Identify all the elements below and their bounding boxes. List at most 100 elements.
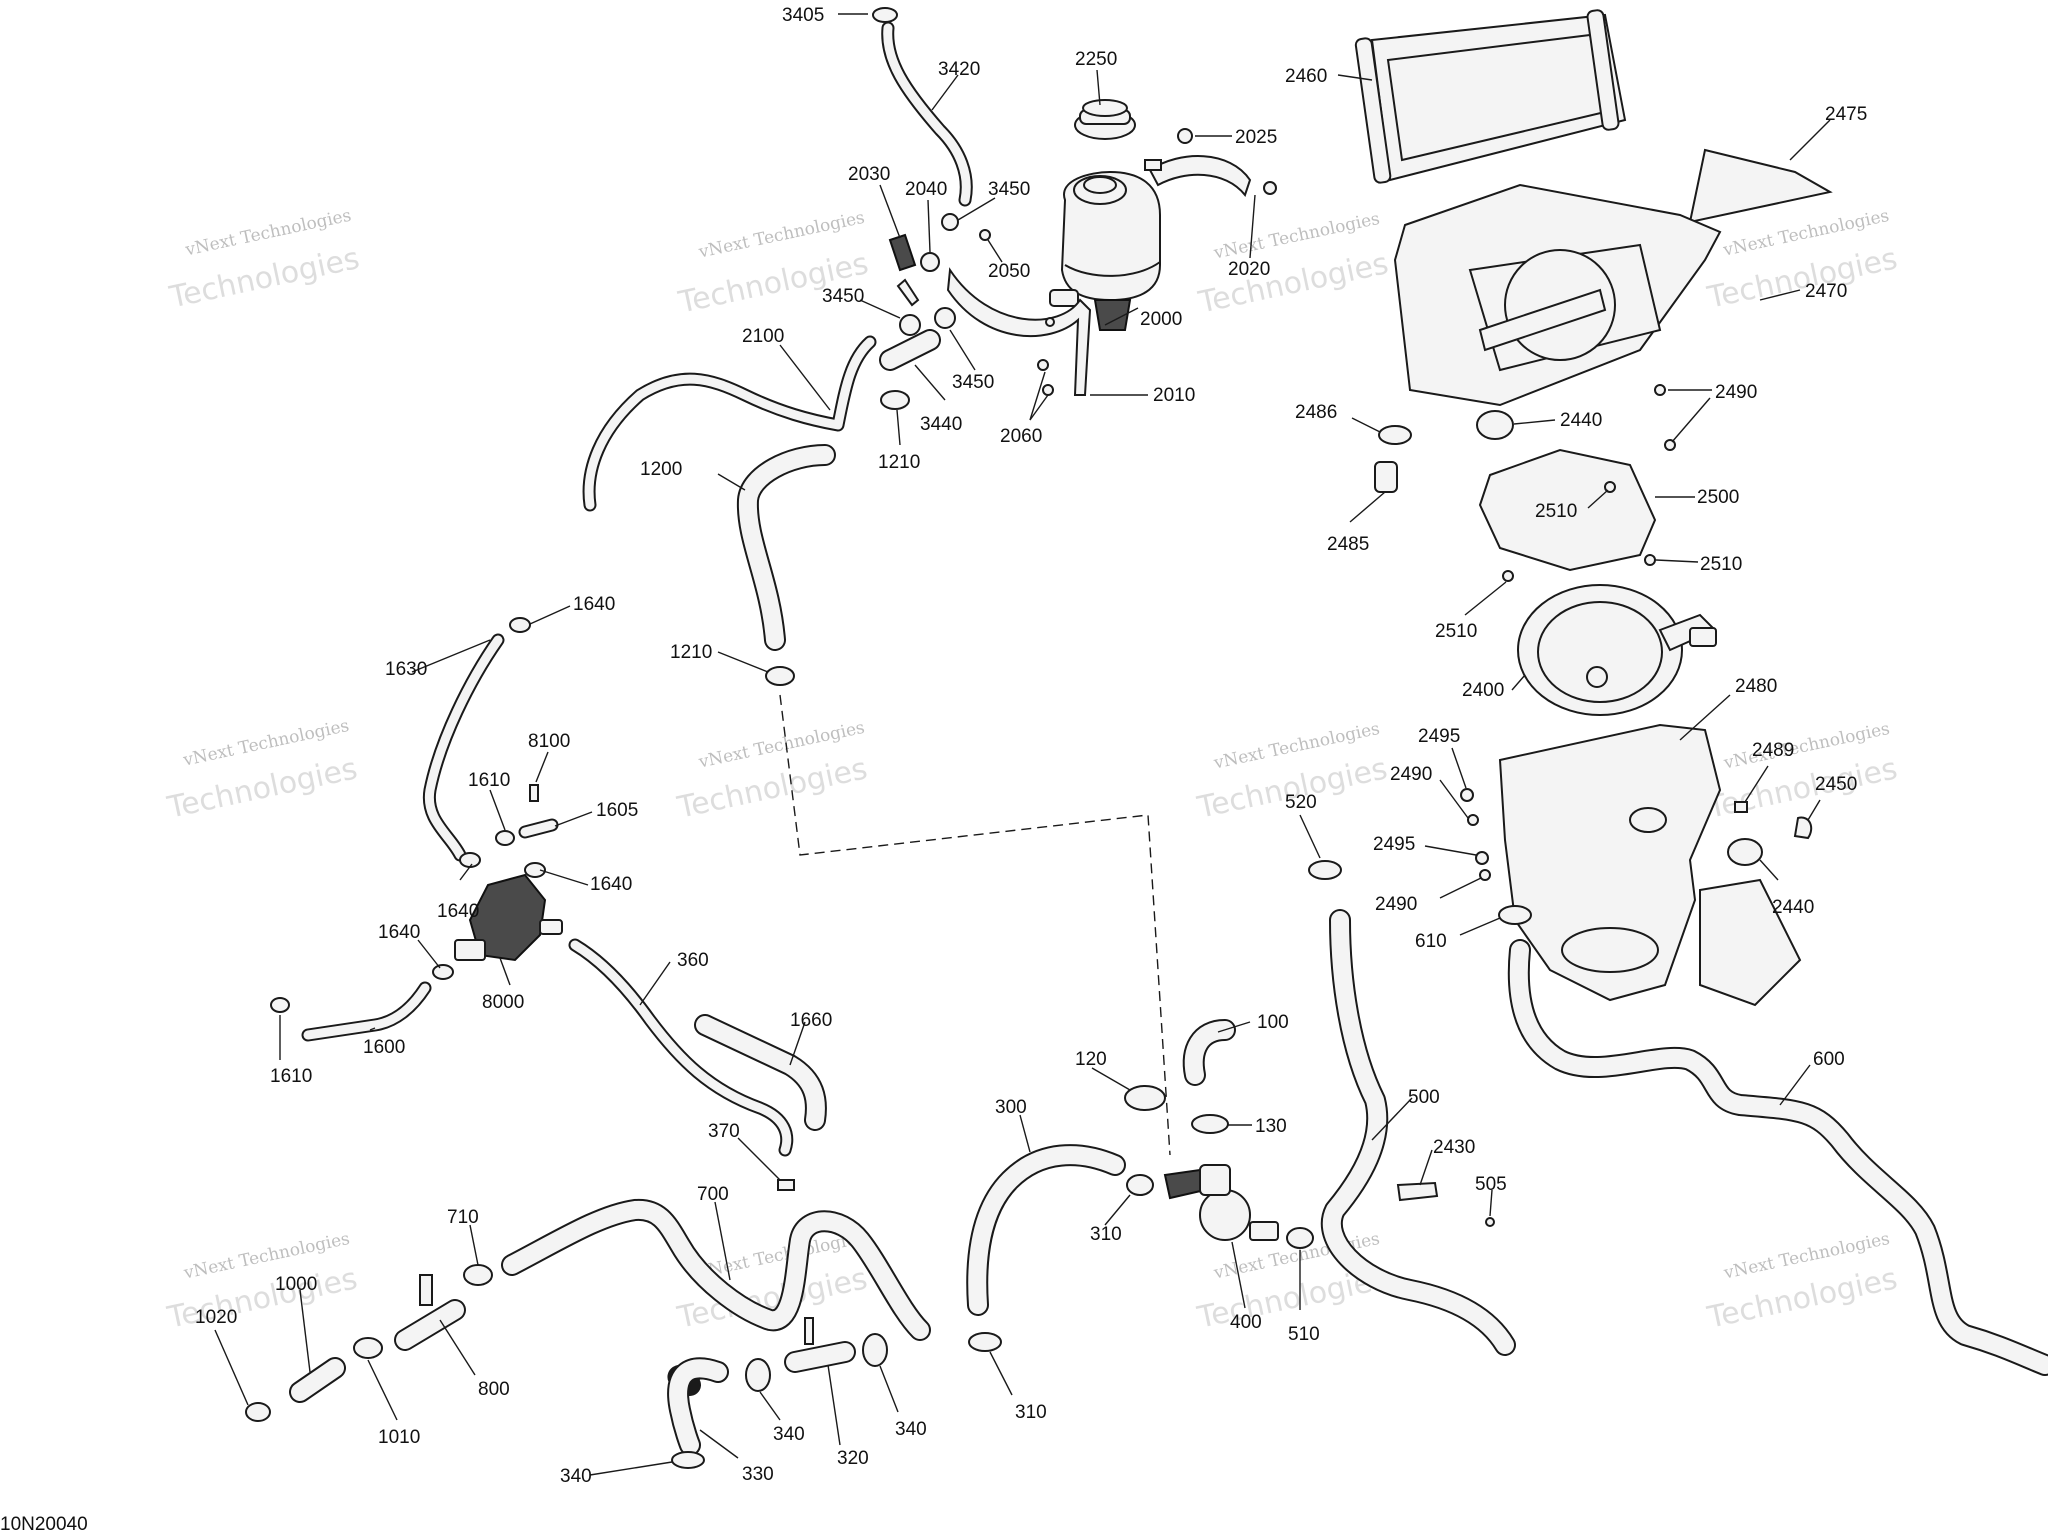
callout-3420: 3420 <box>938 59 980 80</box>
screw-505 <box>1485 1217 1495 1227</box>
callout-130: 130 <box>1255 1116 1287 1137</box>
callout-2490-top: 2490 <box>1715 382 1757 403</box>
radiator-2460 <box>1354 9 1627 184</box>
clamp-710 <box>463 1264 493 1286</box>
callout-2490-mid: 2490 <box>1390 764 1432 785</box>
clamp-120 <box>1124 1085 1166 1111</box>
callout-3450-lower: 3450 <box>952 372 994 393</box>
callout-500: 500 <box>1408 1087 1440 1108</box>
callout-2400: 2400 <box>1462 680 1504 701</box>
callout-2490-lower: 2490 <box>1375 894 1417 915</box>
clamp-2430 <box>1396 1181 1439 1202</box>
fitting-370 <box>777 1179 795 1191</box>
clamp-1010 <box>353 1337 383 1359</box>
callout-2030: 2030 <box>848 164 890 185</box>
callout-310-lower: 310 <box>1015 1402 1047 1423</box>
callout-340-right: 340 <box>895 1419 927 1440</box>
callout-3450-top: 3450 <box>988 179 1030 200</box>
thermostat-housing-400 <box>1163 1164 1279 1241</box>
callout-2050: 2050 <box>988 261 1030 282</box>
clamp-3405 <box>872 7 898 23</box>
elbow-330 <box>667 1357 729 1456</box>
clamp-1640 <box>432 617 546 980</box>
callout-2020: 2020 <box>1228 259 1270 280</box>
fan-housing-2480 <box>1498 723 1802 1007</box>
tube-2100 <box>582 335 877 512</box>
callout-8000: 8000 <box>482 992 524 1013</box>
callout-2510-right: 2510 <box>1700 554 1742 575</box>
callout-1610-top: 1610 <box>468 770 510 791</box>
callout-2470: 2470 <box>1805 281 1847 302</box>
callout-1640-right: 1640 <box>590 874 632 895</box>
bracket-2030 <box>888 233 920 307</box>
callout-400: 400 <box>1230 1312 1262 1333</box>
callout-370: 370 <box>708 1121 740 1142</box>
callout-2450: 2450 <box>1815 774 1857 795</box>
elbow-100 <box>1182 1019 1236 1086</box>
screw-2025 <box>1177 128 1277 195</box>
coupler-1000 <box>289 1357 346 1403</box>
callout-2100: 2100 <box>742 326 784 347</box>
hose-1630 <box>422 633 505 862</box>
callout-2040: 2040 <box>905 179 947 200</box>
callout-1020: 1020 <box>195 1307 237 1328</box>
clamp-520 <box>1308 860 1342 880</box>
callout-800: 800 <box>478 1379 510 1400</box>
clamp-340 <box>671 1333 888 1469</box>
callout-2486: 2486 <box>1295 402 1337 423</box>
screw-2050 <box>979 229 991 241</box>
callout-710: 710 <box>447 1207 479 1228</box>
callout-1660: 1660 <box>790 1010 832 1031</box>
callout-600: 600 <box>1813 1049 1845 1070</box>
leader-lines <box>214 13 1831 1476</box>
callout-2510-center: 2510 <box>1535 501 1577 522</box>
callout-3405: 3405 <box>782 5 824 26</box>
callout-1210-mid: 1210 <box>670 642 712 663</box>
callout-330: 330 <box>742 1464 774 1485</box>
hose-300 <box>966 1144 1126 1316</box>
callout-1000: 1000 <box>275 1274 317 1295</box>
callout-1630: 1630 <box>385 659 427 680</box>
callout-505: 505 <box>1475 1174 1507 1195</box>
washer-2486 <box>1378 425 1412 445</box>
screw-2510 <box>1502 554 1656 582</box>
tee-800 <box>394 1274 466 1351</box>
callout-120: 120 <box>1075 1049 1107 1070</box>
hose-3440 <box>879 329 941 371</box>
hose-3420 <box>881 21 973 207</box>
callout-2475: 2475 <box>1825 104 1867 125</box>
callout-8100: 8100 <box>528 731 570 752</box>
callout-2060: 2060 <box>1000 426 1042 447</box>
callout-520: 520 <box>1285 792 1317 813</box>
callout-2250: 2250 <box>1075 49 1117 70</box>
callout-1600: 1600 <box>363 1037 405 1058</box>
valve-8000 <box>454 873 563 962</box>
washer-2495 <box>1460 788 1489 865</box>
callout-300: 300 <box>995 1097 1027 1118</box>
fitting-2040 <box>920 252 940 272</box>
callout-2010: 2010 <box>1153 385 1195 406</box>
clamp-310 <box>968 1174 1154 1352</box>
callout-610: 610 <box>1415 931 1447 952</box>
hose-1200 <box>736 444 836 651</box>
callout-2500: 2500 <box>1697 487 1739 508</box>
callout-1640-left: 1640 <box>378 922 420 943</box>
callout-3440: 3440 <box>920 414 962 435</box>
callout-2495-lower: 2495 <box>1373 834 1415 855</box>
callout-2430: 2430 <box>1433 1137 1475 1158</box>
callout-2480: 2480 <box>1735 676 1777 697</box>
callout-2440-lower: 2440 <box>1772 897 1814 918</box>
clamp-610 <box>1498 905 1532 925</box>
clamp-510 <box>1286 1227 1314 1249</box>
bracket-2010 <box>946 267 1092 396</box>
callout-2489: 2489 <box>1752 740 1794 761</box>
callout-510: 510 <box>1288 1324 1320 1345</box>
callout-700: 700 <box>697 1184 729 1205</box>
callout-2510-lower: 2510 <box>1435 621 1477 642</box>
clip-2489 <box>1734 801 1748 813</box>
callout-340-bottom: 340 <box>560 1466 592 1487</box>
callout-3450-left: 3450 <box>822 286 864 307</box>
callout-2000: 2000 <box>1140 309 1182 330</box>
callout-1010: 1010 <box>378 1427 420 1448</box>
callout-2440-top: 2440 <box>1560 410 1602 431</box>
